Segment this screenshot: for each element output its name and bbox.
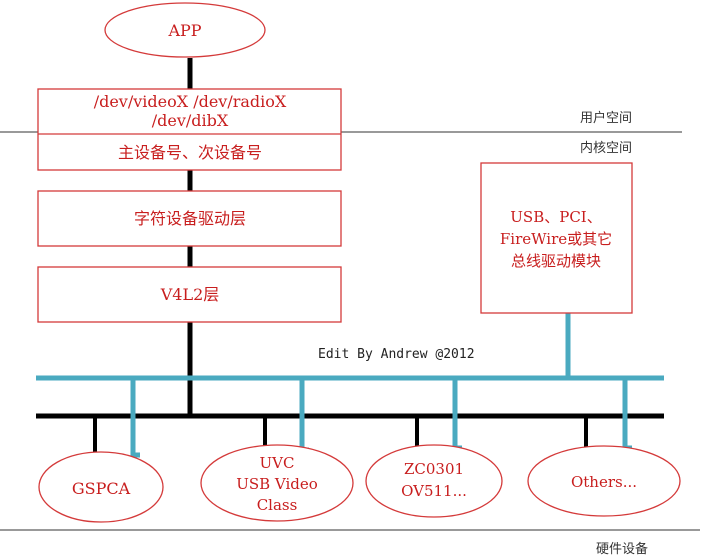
teal-drop-zc bbox=[452, 378, 462, 451]
uvc-ellipse bbox=[200, 444, 354, 522]
uvc-line2: USB Video bbox=[236, 475, 318, 493]
app-ellipse bbox=[104, 2, 266, 58]
v4l2-layer-label: V4L2层 bbox=[160, 285, 220, 304]
uvc-line3: Class bbox=[257, 496, 298, 514]
app-label: APP bbox=[167, 21, 201, 40]
v4l2-layer-box bbox=[37, 266, 342, 323]
hardware-label: 硬件设备 bbox=[596, 541, 648, 557]
zc-line1: ZC0301 bbox=[404, 460, 464, 478]
teal-drop-others bbox=[622, 378, 632, 451]
zc-ellipse bbox=[365, 444, 503, 518]
devnodes-line2: /dev/dibX bbox=[152, 111, 229, 130]
bus-driver-box bbox=[480, 162, 633, 314]
devnodes-line1: /dev/videoX /dev/radioX bbox=[94, 92, 287, 111]
bus-driver-line3: 总线驱动模块 bbox=[511, 252, 601, 270]
zc-line2: OV511... bbox=[401, 482, 467, 500]
teal-drop-gspca bbox=[130, 378, 140, 458]
kernel-space-label: 内核空间 bbox=[580, 140, 632, 156]
bus-driver-line1: USB、PCI、 bbox=[510, 208, 601, 226]
gspca-ellipse bbox=[38, 451, 164, 523]
major-minor-label: 主设备号、次设备号 bbox=[118, 143, 262, 162]
uvc-line1: UVC bbox=[260, 454, 295, 472]
char-device-layer-label: 字符设备驱动层 bbox=[134, 209, 246, 228]
device-node-box bbox=[37, 88, 342, 171]
credit-text: Edit By Andrew @2012 bbox=[318, 347, 475, 362]
char-device-layer-box bbox=[37, 190, 342, 247]
bus-driver-line2: FireWire或其它 bbox=[500, 230, 612, 248]
gspca-label: GSPCA bbox=[72, 479, 131, 498]
others-label: Others... bbox=[571, 473, 637, 491]
others-ellipse bbox=[527, 445, 681, 517]
user-space-label: 用户空间 bbox=[580, 110, 632, 126]
